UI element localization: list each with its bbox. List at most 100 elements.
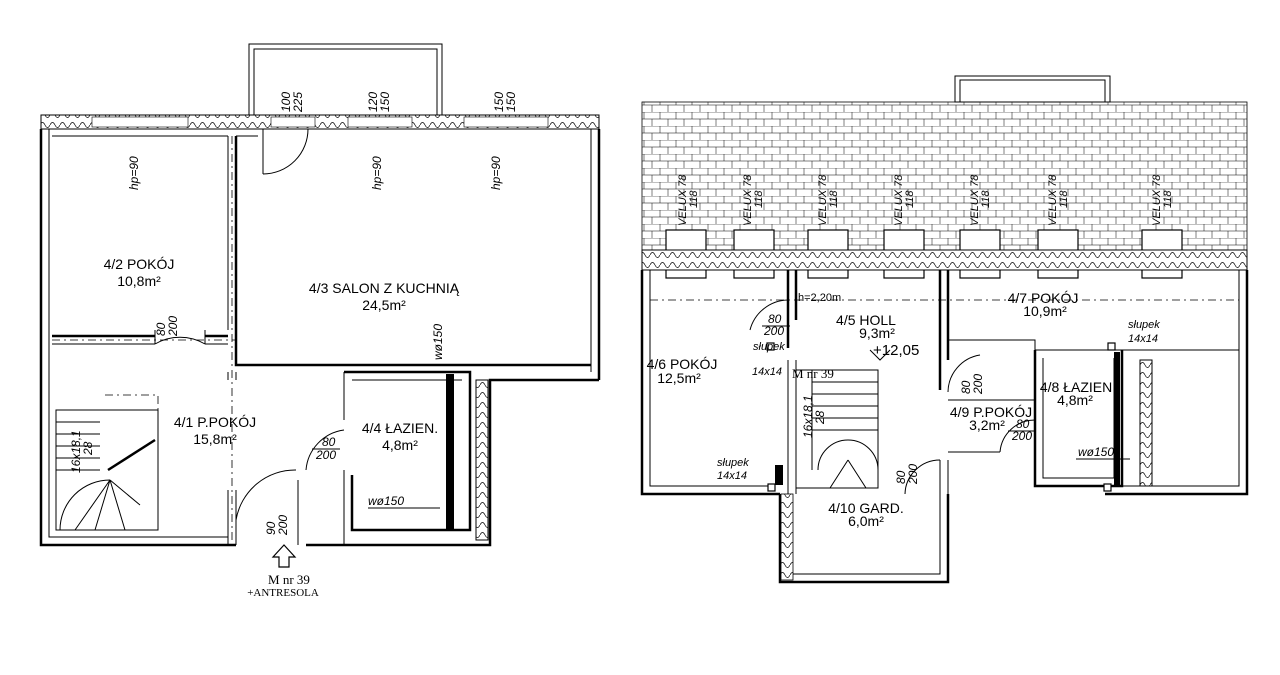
entrance-label: M nr 39 <box>268 572 310 587</box>
bathroom-wall <box>344 370 472 532</box>
window-height: 225 <box>291 92 305 113</box>
room-area: 10,8m² <box>117 273 161 289</box>
roof-window-size: 118 <box>980 190 992 208</box>
roof-slope <box>641 101 1248 253</box>
room-name: 4/10 GARD. <box>828 500 903 516</box>
door-height: 200 <box>166 316 180 337</box>
post-label: słupek <box>717 457 749 469</box>
room-area: 4,8m² <box>1057 392 1093 408</box>
window-sill-height: hp=90 <box>370 156 384 190</box>
room-name: 4/3 SALON Z KUCHNIĄ <box>309 280 460 296</box>
door-height: 200 <box>971 374 985 395</box>
door-swing <box>305 429 345 471</box>
window-height: 150 <box>504 92 518 112</box>
wardrobe-wall <box>778 494 950 584</box>
post-label: słupek <box>1128 319 1160 331</box>
room-area: 12,5m² <box>657 370 701 386</box>
knee-wall <box>641 249 1248 271</box>
roof-window-label: VELUX 78 <box>1151 174 1163 226</box>
door-height: 200 <box>276 515 290 536</box>
roof-window-size: 118 <box>1162 190 1174 208</box>
window-height: 150 <box>378 92 392 112</box>
roof-window-label: VELUX 78 <box>893 174 905 226</box>
window-sill-height: hp=90 <box>127 156 141 190</box>
window-width: 100 <box>279 92 293 112</box>
room-name: 4/5 HOLL <box>836 312 896 328</box>
balcony <box>248 43 443 117</box>
partition-wall <box>786 270 798 348</box>
staircase <box>811 370 879 489</box>
post <box>767 483 776 492</box>
door-height: 200 <box>1011 429 1032 443</box>
room-name: 4/9 P.POKÓJ <box>950 404 1032 420</box>
external-wall <box>640 270 780 496</box>
bathroom-tiles <box>446 374 454 530</box>
vent-label: wø150 <box>431 324 445 360</box>
room-area: 10,9m² <box>1023 303 1067 319</box>
roof-window-label: VELUX 78 <box>1047 174 1059 226</box>
door-swing <box>999 419 1036 453</box>
entrance-arrow <box>271 544 297 568</box>
roof-window-size: 118 <box>688 190 700 208</box>
bathroom-tiles <box>1114 352 1120 486</box>
room-name: 4/7 POKÓJ <box>1008 290 1079 306</box>
post <box>1107 342 1116 351</box>
entrance-label: M nr 39 <box>792 366 834 381</box>
door-width: 80 <box>768 312 782 326</box>
door-height: 200 <box>315 448 336 462</box>
level-mark: +12,05 <box>873 342 919 359</box>
door-width: 80 <box>1016 417 1030 431</box>
stairs-count: 28 <box>81 441 95 456</box>
partition-wall <box>234 136 591 367</box>
upper-floor-plan: VELUX 78 118 VELUX 78 118 VELUX 78 118 V… <box>640 75 1249 584</box>
roof-window-size: 118 <box>1058 190 1070 208</box>
window-width: 150 <box>492 92 506 112</box>
entrance-sublabel: +ANTRESOLA <box>247 587 319 599</box>
roof-window-label: VELUX 78 <box>969 174 981 226</box>
room-area: 6,0m² <box>848 513 884 529</box>
room-area: 3,2m² <box>969 417 1005 433</box>
window-width: 120 <box>366 92 380 112</box>
stairs-label: 16x18,1 <box>69 430 83 473</box>
room-area: 15,8m² <box>193 431 237 447</box>
ceiling-height-note: h=2,20m <box>798 292 841 304</box>
door-width: 80 <box>894 470 908 484</box>
door-swing <box>947 354 981 393</box>
door-swing <box>904 459 941 495</box>
room-name: 4/2 POKÓJ <box>104 256 175 272</box>
external-wall <box>39 129 236 547</box>
post-size: 14x14 <box>717 470 747 482</box>
door-swing <box>154 336 206 345</box>
roof-window-label: VELUX 78 <box>677 174 689 226</box>
door-width: 80 <box>959 380 973 394</box>
post <box>766 342 775 351</box>
door-width: 80 <box>154 322 168 336</box>
room-area: 4,8m² <box>382 437 418 453</box>
room-name: 4/6 POKÓJ <box>647 356 718 372</box>
vent-label: wø150 <box>368 494 404 508</box>
roof-window-label: VELUX 78 <box>742 174 754 226</box>
window <box>463 116 549 128</box>
balcony-door <box>270 116 316 128</box>
roof-window-size: 118 <box>753 190 765 208</box>
window-sill-height: hp=90 <box>489 156 503 190</box>
window <box>347 116 413 128</box>
room-area: 24,5m² <box>362 297 406 313</box>
room-name: 4/1 P.POKÓJ <box>174 414 256 430</box>
stairs-label: 16x18,1 <box>801 395 815 438</box>
door-height: 200 <box>763 324 784 338</box>
bathroom-wall <box>1033 350 1124 488</box>
post-label: słupek <box>753 341 785 353</box>
roof-window-label: VELUX 78 <box>817 174 829 226</box>
door-swing <box>749 299 789 331</box>
roof-window-size: 118 <box>828 190 840 208</box>
room-name: 4/4 ŁAZIEN. <box>362 420 438 436</box>
window <box>91 116 189 128</box>
vent-label: wø150 <box>1078 445 1114 459</box>
ground-floor-plan: 4/2 POKÓJ 10,8m² 4/3 SALON Z KUCHNIĄ 24,… <box>39 43 601 599</box>
door-width: 80 <box>322 435 336 449</box>
door-height: 200 <box>906 464 920 485</box>
post-size: 14x14 <box>1128 333 1158 345</box>
balcony-door-swing <box>262 128 309 175</box>
